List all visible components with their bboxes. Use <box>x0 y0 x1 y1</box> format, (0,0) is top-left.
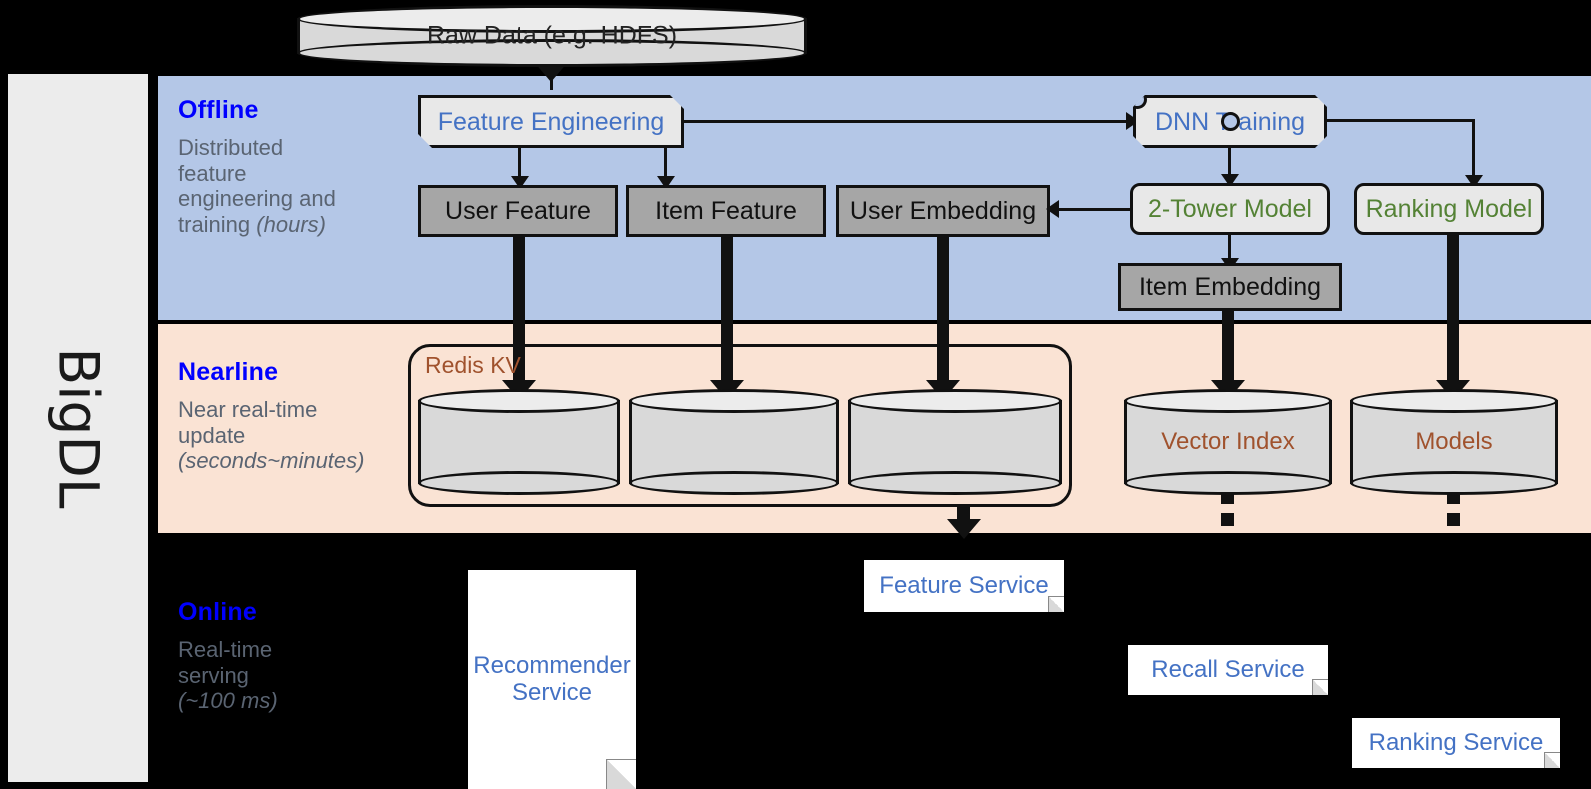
ranking-model-label: Ranking Model <box>1365 195 1533 223</box>
cylinder-top <box>297 5 807 33</box>
nearline-desc-l2: update <box>178 422 246 448</box>
arrowhead-rawdata-fe <box>534 62 568 82</box>
connector-dnn-ranking-h <box>1327 119 1475 122</box>
page-fold-icon <box>1544 752 1560 768</box>
cylinder-top <box>1124 389 1332 413</box>
cylinder-bottom <box>297 39 807 67</box>
online-desc-l1: Real-time <box>178 637 273 662</box>
redis-store-2[interactable] <box>629 389 839 495</box>
ranking-model-node[interactable]: Ranking Model <box>1354 183 1544 235</box>
user-feature-node[interactable]: User Feature <box>418 185 618 237</box>
cylinder-bottom <box>1350 471 1558 495</box>
recommender-service-card[interactable]: Recommender Service <box>468 570 636 789</box>
recall-service-label: Recall Service <box>1151 655 1305 683</box>
online-title: Online <box>178 598 257 626</box>
pipe-userembedding-store3 <box>937 237 949 385</box>
cylinder-bottom <box>1124 471 1332 495</box>
feature-service-label: Feature Service <box>879 571 1049 599</box>
connector-twotower-userembedding <box>1058 208 1133 211</box>
redis-kv-container <box>408 344 1072 507</box>
offline-title: Offline <box>178 96 259 124</box>
nearline-desc-emph: (seconds~minutes) <box>178 448 365 474</box>
online-desc-emph: (~100 ms) <box>178 688 278 714</box>
online-desc-l2: serving <box>178 662 249 688</box>
cylinder-bottom <box>418 471 620 495</box>
offline-description: Distributed feature engineering and trai… <box>178 135 403 237</box>
offline-desc-l2: feature <box>178 160 247 186</box>
feature-engineering-node[interactable]: Feature Engineering <box>418 95 684 148</box>
bigdl-framework-rail: BigDL <box>8 74 148 782</box>
redis-store-3[interactable] <box>848 389 1062 495</box>
page-fold-icon <box>1048 596 1064 612</box>
dnn-training-node[interactable]: DNN Training <box>1133 95 1327 148</box>
raw-data-label: Raw Data (e.g. HDFS) <box>426 21 678 50</box>
page-fold-icon <box>606 759 636 789</box>
redis-kv-label: Redis KV <box>425 352 521 378</box>
online-description: Real-time serving (~100 ms) <box>178 637 403 714</box>
recommender-service-label-line2: Service <box>511 678 593 706</box>
recommender-service-label-line1: Recommender <box>473 651 631 679</box>
connector-dnn-ranking-v <box>1472 119 1475 178</box>
nearline-title: Nearline <box>178 358 279 386</box>
dnn-training-label: DNN Training <box>1154 107 1306 136</box>
user-embedding-label: User Embedding <box>849 197 1037 225</box>
cylinder-body <box>848 400 1062 484</box>
redis-store-1[interactable] <box>418 389 620 495</box>
connector-twotower-itememb <box>1228 235 1231 261</box>
stub-models-2 <box>1447 513 1460 526</box>
vector-index-store[interactable]: Vector Index <box>1124 389 1332 495</box>
pipe-itemfeature-store2 <box>721 237 733 385</box>
two-tower-model-node[interactable]: 2-Tower Model <box>1130 183 1330 235</box>
offline-desc-l4: training <box>178 211 257 237</box>
cylinder-top <box>418 389 620 413</box>
models-store[interactable]: Models <box>1350 389 1558 495</box>
models-label: Models <box>1415 428 1493 455</box>
cylinder-top <box>848 389 1062 413</box>
cylinder-body <box>418 400 620 484</box>
cylinder-top <box>629 389 839 413</box>
pipe-itemembedding-vectorindex <box>1222 311 1234 385</box>
online-label-block: Online Real-time serving (~100 ms) <box>178 598 403 714</box>
offline-desc-l1: Distributed <box>178 135 284 160</box>
cylinder-body <box>1124 400 1332 484</box>
nearline-label-block: Nearline Near real-time update (seconds~… <box>178 358 403 474</box>
arrowhead-twotower-userembedding <box>1046 200 1059 218</box>
item-embedding-label: Item Embedding <box>1138 273 1322 301</box>
cylinder-body <box>629 400 839 484</box>
item-embedding-node[interactable]: Item Embedding <box>1118 263 1342 311</box>
connector-fe-itemfeature <box>664 148 667 180</box>
two-tower-model-label: 2-Tower Model <box>1148 195 1312 223</box>
offline-desc-l3: engineering and <box>178 186 336 212</box>
arrowhead-redis-featureservice <box>947 519 981 539</box>
connector-fe-dnn <box>684 120 1128 123</box>
connector-dnn-twotower <box>1228 148 1231 176</box>
cylinder-bottom <box>848 471 1062 495</box>
raw-data-store: Raw Data (e.g. HDFS) <box>297 5 807 67</box>
user-embedding-node[interactable]: User Embedding <box>836 185 1050 237</box>
ranking-service-label: Ranking Service <box>1368 728 1544 756</box>
item-feature-label: Item Feature <box>655 197 797 225</box>
connector-fe-userfeature <box>518 148 521 180</box>
ranking-service-card[interactable]: Ranking Service <box>1352 718 1560 768</box>
user-feature-label: User Feature <box>445 197 591 225</box>
stub-vectorindex-2 <box>1221 513 1234 526</box>
feature-service-card[interactable]: Feature Service <box>864 560 1064 612</box>
item-feature-node[interactable]: Item Feature <box>626 185 826 237</box>
feature-engineering-label: Feature Engineering <box>437 107 665 136</box>
cylinder-bottom <box>629 471 839 495</box>
bigdl-label: BigDL <box>46 347 111 509</box>
nearline-description: Near real-time update (seconds~minutes) <box>178 397 403 474</box>
pipe-rankingmodel-models <box>1447 235 1459 385</box>
cylinder-top <box>1350 389 1558 413</box>
offline-label-block: Offline Distributed feature engineering … <box>178 96 403 237</box>
offline-desc-emph: (hours) <box>256 211 326 237</box>
cylinder-body <box>1350 400 1558 484</box>
stub-redis-featureservice <box>957 505 970 520</box>
recall-service-card[interactable]: Recall Service <box>1128 645 1328 695</box>
page-fold-icon <box>1312 679 1328 695</box>
nearline-desc-l1: Near real-time <box>178 397 318 422</box>
pipe-userfeature-store1 <box>513 237 525 385</box>
vector-index-label: Vector Index <box>1161 428 1295 455</box>
